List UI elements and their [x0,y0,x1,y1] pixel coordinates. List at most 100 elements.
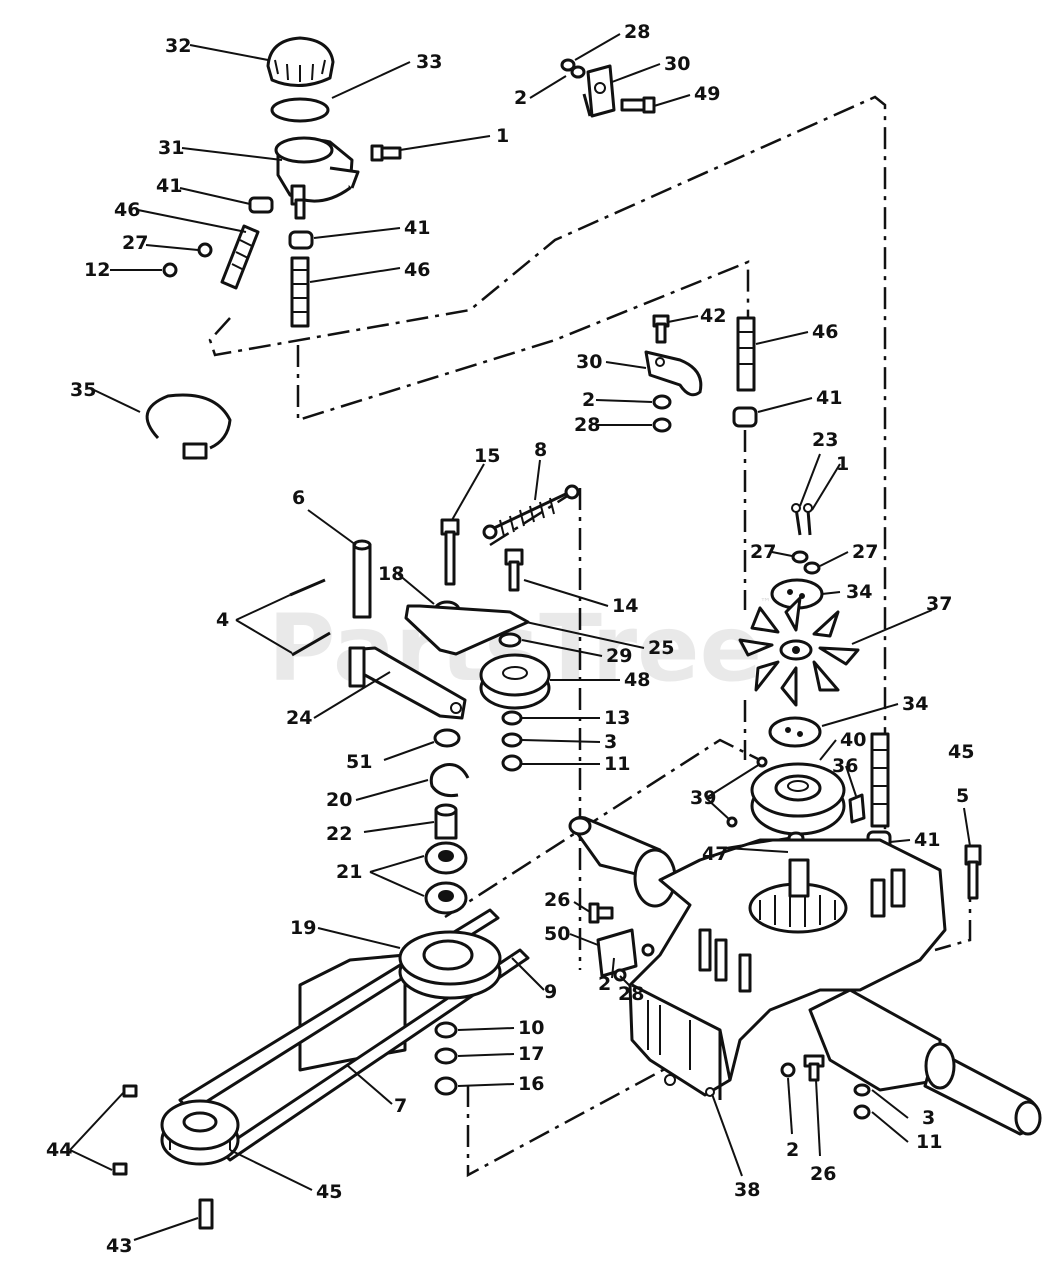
hose-band-35 [145,393,232,460]
callout-45: 45 [316,1181,342,1203]
nut-28-mid [652,417,672,433]
washer-27-a [791,550,809,564]
callout-41: 41 [156,175,182,197]
callout-22: 22 [326,823,352,845]
spring-8 [482,484,580,540]
callout-20: 20 [326,789,352,811]
bracket-50 [596,928,638,978]
callout-4: 4 [216,609,229,631]
callout-11: 11 [604,753,630,775]
callout-33: 33 [416,51,442,73]
transaxle [568,816,1042,1136]
callout-41: 41 [816,387,842,409]
screw-head-23 [791,503,801,513]
hose-clamp-right [732,406,758,428]
callout-36: 36 [832,755,858,777]
callout-1: 1 [836,453,849,475]
washer-2-mid [652,394,672,410]
callout-49: 49 [694,83,720,105]
callout-47: 47 [702,843,728,865]
washer-10 [434,1021,458,1039]
callout-11: 11 [916,1131,942,1153]
nut-11-lower [853,1104,871,1120]
input-pulley [750,762,846,836]
callout-26: 26 [810,1163,836,1185]
callout-12: 12 [84,259,110,281]
idler-bracket [404,604,530,656]
nut-11 [501,754,523,772]
washer-17 [434,1047,458,1065]
washer-29 [498,632,522,648]
cap-gasket [270,97,330,123]
bracket-top [582,64,616,118]
callout-1: 1 [496,125,509,147]
callout-25: 25 [648,637,674,659]
washer-13 [501,710,523,726]
washer-27-b [803,561,821,575]
callout-46: 46 [404,259,430,281]
hose-right-top [736,316,756,392]
callout-27: 27 [852,541,878,563]
callout-6: 6 [292,487,305,509]
guide-line-upper-loop [208,95,887,830]
bolt-14 [504,548,524,592]
guide-line-belt [444,738,761,919]
washer-3 [501,732,523,748]
callout-43: 43 [106,1235,132,1257]
callout-48: 48 [624,669,650,691]
guide-line-bolt [934,880,972,952]
callout-24: 24 [286,707,312,729]
callout-28: 28 [624,21,650,43]
callout-9: 9 [544,981,557,1003]
callout-32: 32 [165,35,191,57]
nut-16 [434,1076,458,1096]
callout-45: 45 [948,741,974,763]
callout-7: 7 [394,1095,407,1117]
washer-2-lower [641,943,655,957]
key-36 [848,793,866,824]
callout-26: 26 [544,889,570,911]
cooling-fan [738,596,860,707]
washer-27-left [197,242,213,258]
bolt-5 [964,844,982,900]
fan-retainer-lower [768,716,822,748]
hose-center [290,256,310,328]
bolt-15 [440,518,460,586]
bolt-26-upper [588,902,614,924]
callout-46: 46 [114,199,140,221]
screw-top [370,144,402,162]
callout-51: 51 [346,751,372,773]
washer-2-top [570,65,586,79]
bearing-upper [424,841,468,875]
set-screw-44-a [122,1084,138,1098]
callout-34: 34 [846,581,872,603]
callout-8: 8 [534,439,547,461]
callout-2: 2 [786,1139,799,1161]
callout-labels: 32 33 28 30 2 49 1 31 41 46 27 41 12 46 … [46,21,974,1257]
callout-50: 50 [544,923,570,945]
callout-10: 10 [518,1017,544,1039]
reservoir-cap [266,36,335,87]
screw-head-1 [803,503,813,513]
callout-27: 27 [122,232,148,254]
callout-18: 18 [378,563,404,585]
guide-line-bracket [466,1048,701,1178]
callout-2: 2 [598,973,611,995]
callout-31: 31 [158,137,184,159]
set-screw-44-b [112,1162,128,1176]
bolt-49 [620,96,656,114]
guide-line-reservoir-loop [296,260,750,422]
idler-pulley [479,653,551,710]
bolt-42 [652,314,670,344]
callout-30: 30 [576,351,602,373]
callout-3: 3 [604,731,617,753]
hose-clamp-center [288,230,314,250]
bracket-mid [644,350,703,397]
hose-left [220,224,260,290]
callout-38: 38 [734,1179,760,1201]
washer-2-bottom [780,1062,796,1078]
callout-15: 15 [474,445,500,467]
bearing-lower [424,881,468,915]
callout-34: 34 [902,693,928,715]
